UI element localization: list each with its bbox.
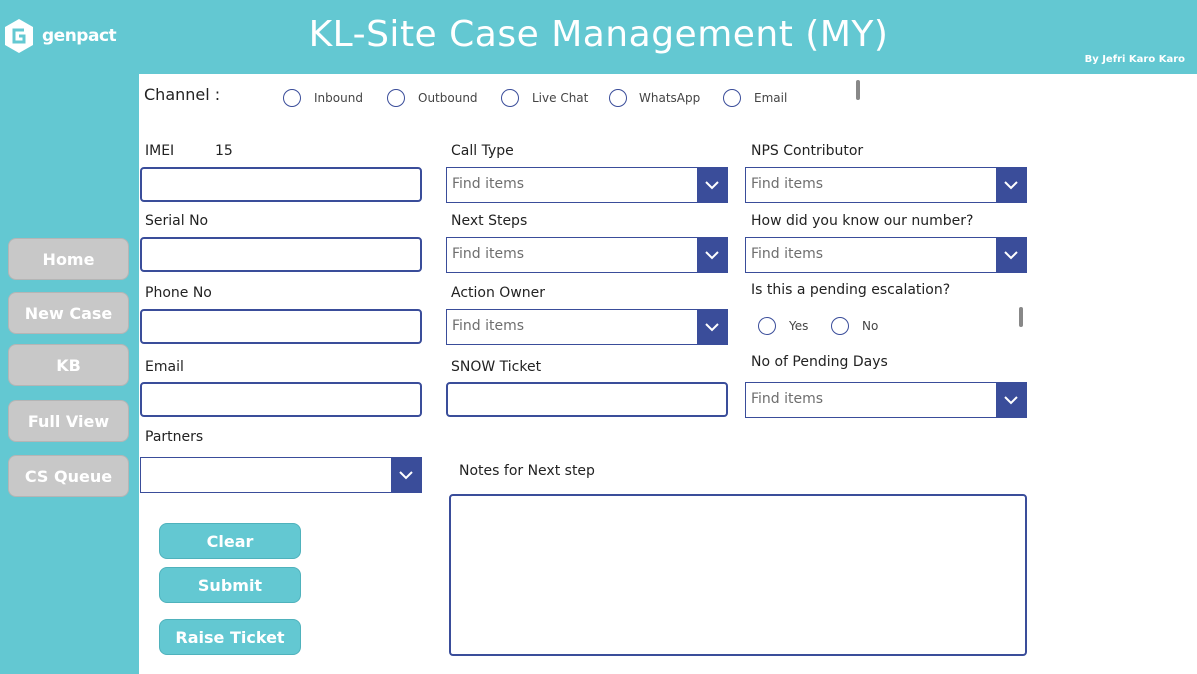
pending-scrollbar[interactable] [1019,307,1023,327]
channel-option-label: Email [754,91,788,105]
channel-option-label: Live Chat [532,91,589,105]
pending-escalation-label: Is this a pending escalation? [751,282,951,298]
pending-radio-yes[interactable] [758,317,776,335]
chevron-down-icon[interactable] [697,310,727,344]
how-know-label: How did you know our number? [751,213,974,229]
phone-no-input[interactable] [140,309,422,344]
pending-option-label: No [862,319,879,333]
nps-contributor-dropdown[interactable]: Find items [745,167,1027,203]
pending-days-placeholder: Find items [751,391,824,407]
chevron-down-icon[interactable] [996,383,1026,417]
call-type-label: Call Type [451,143,514,159]
channel-option-label: WhatsApp [639,91,701,105]
notes-textarea[interactable] [449,494,1027,656]
snow-ticket-label: SNOW Ticket [451,359,542,375]
channel-radio-outbound[interactable] [387,89,405,107]
genpact-hexagon-icon [5,19,33,53]
sidebar-item-kb[interactable]: KB [8,344,129,386]
action-owner-placeholder: Find items [452,318,525,334]
chevron-down-icon[interactable] [697,238,727,272]
genpact-logo: genpact [4,18,124,58]
nps-contributor-label: NPS Contributor [751,143,864,159]
sidebar-item-cs-queue[interactable]: CS Queue [8,455,129,497]
pending-days-label: No of Pending Days [751,354,888,370]
imei-char-count: 15 [215,143,233,159]
author-byline: By Jefri Karo Karo [1084,54,1185,65]
next-steps-placeholder: Find items [452,246,525,262]
chevron-down-icon[interactable] [996,238,1026,272]
channel-option-label: Outbound [418,91,478,105]
pending-option-label: Yes [789,319,809,333]
logo-text: genpact [42,26,117,46]
sidebar-item-home[interactable]: Home [8,238,129,280]
partners-dropdown[interactable] [140,457,422,493]
next-steps-dropdown[interactable]: Find items [446,237,728,273]
serial-no-input[interactable] [140,237,422,272]
clear-button[interactable]: Clear [159,523,301,559]
call-type-placeholder: Find items [452,176,525,192]
header-bar: genpact KL-Site Case Management (MY) By … [0,0,1197,74]
channel-radio-email[interactable] [723,89,741,107]
channel-scrollbar[interactable] [856,80,860,100]
chevron-down-icon[interactable] [391,458,421,492]
imei-label: IMEI [145,143,175,159]
pending-days-dropdown[interactable]: Find items [745,382,1027,418]
channel-option-label: Inbound [314,91,363,105]
chevron-down-icon[interactable] [996,168,1026,202]
channel-radio-inbound[interactable] [283,89,301,107]
email-label: Email [145,359,184,375]
call-type-dropdown[interactable]: Find items [446,167,728,203]
imei-input[interactable] [140,167,422,202]
how-know-placeholder: Find items [751,246,824,262]
sidebar-item-new-case[interactable]: New Case [8,292,129,334]
next-steps-label: Next Steps [451,213,528,229]
email-input[interactable] [140,382,422,417]
channel-radio-whatsapp[interactable] [609,89,627,107]
chevron-down-icon[interactable] [697,168,727,202]
notes-label: Notes for Next step [459,463,595,479]
action-owner-dropdown[interactable]: Find items [446,309,728,345]
serial-no-label: Serial No [145,213,209,229]
action-owner-label: Action Owner [451,285,546,301]
partners-label: Partners [145,429,204,445]
how-know-dropdown[interactable]: Find items [745,237,1027,273]
channel-radio-live-chat[interactable] [501,89,519,107]
submit-button[interactable]: Submit [159,567,301,603]
nps-placeholder: Find items [751,176,824,192]
channel-label: Channel : [144,85,221,104]
page-title: KL-Site Case Management (MY) [308,14,889,55]
raise-ticket-button[interactable]: Raise Ticket [159,619,301,655]
snow-ticket-input[interactable] [446,382,728,417]
pending-radio-no[interactable] [831,317,849,335]
sidebar-item-full-view[interactable]: Full View [8,400,129,442]
phone-no-label: Phone No [145,285,212,301]
